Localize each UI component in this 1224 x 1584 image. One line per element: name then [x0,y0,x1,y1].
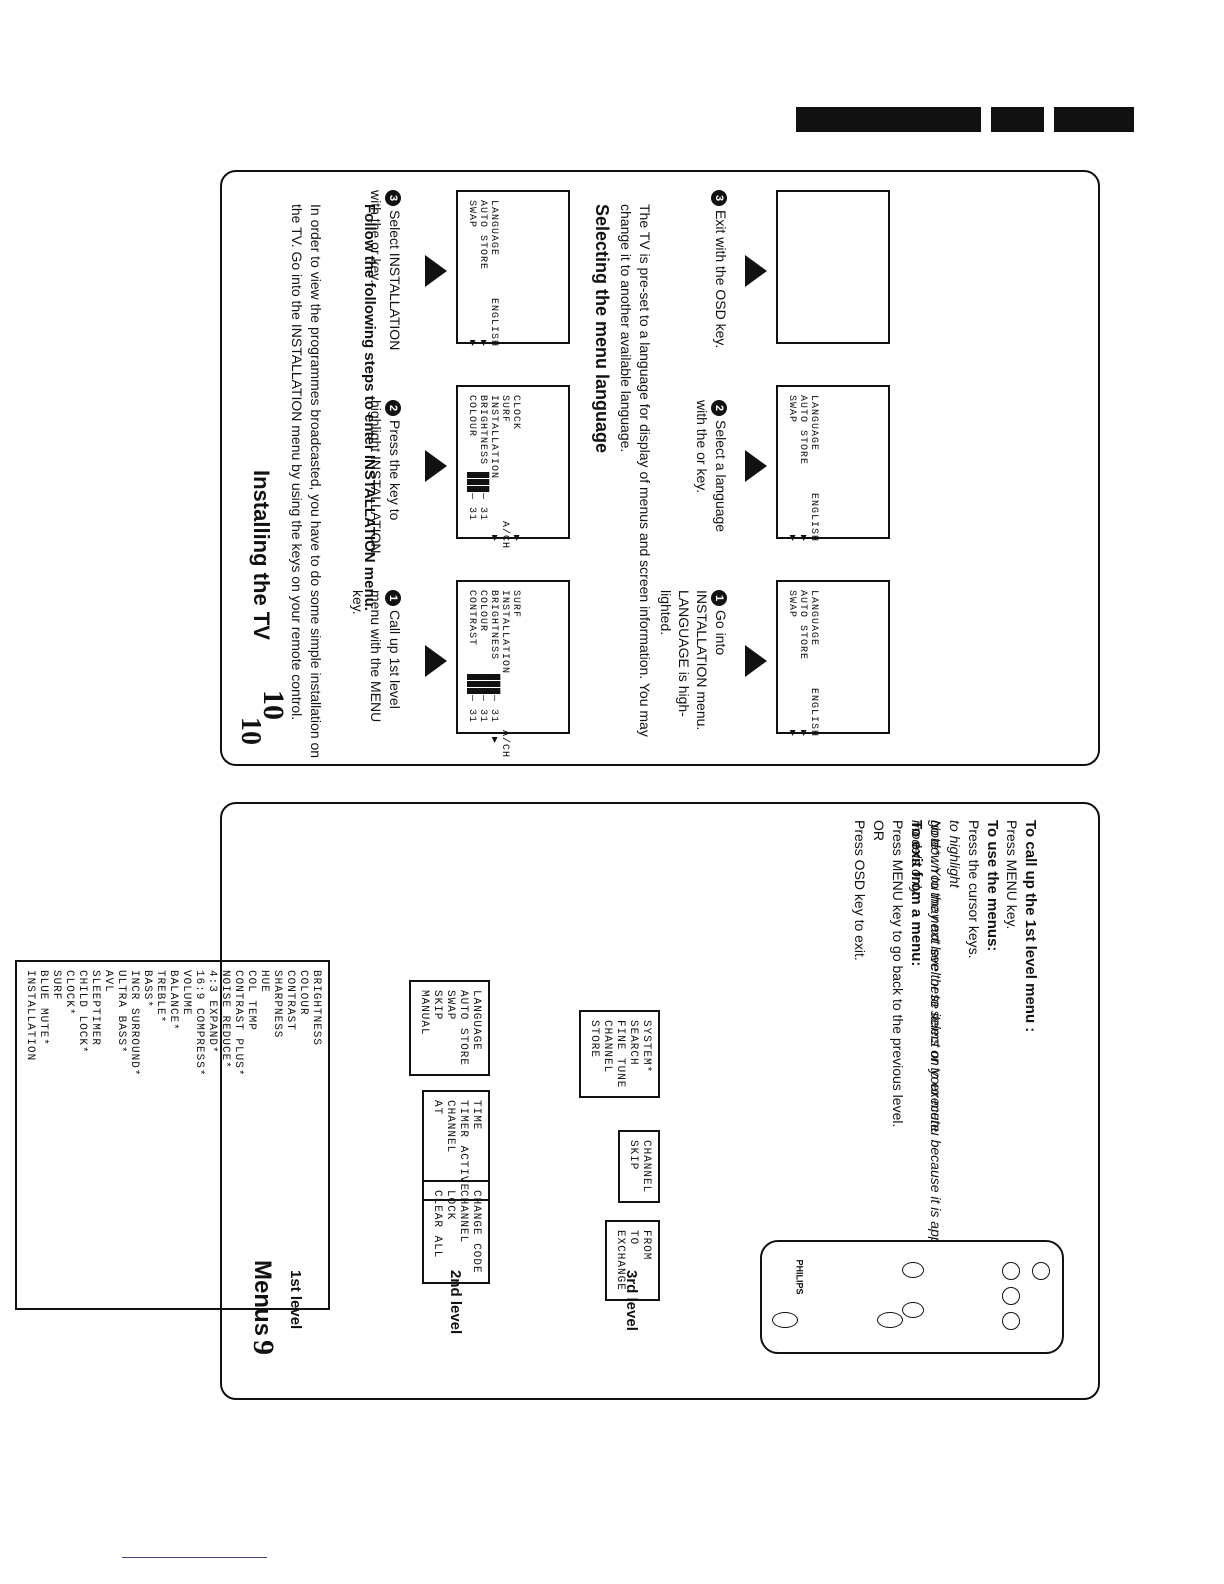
installing-title: Installing the TV [249,470,274,640]
arrow-icon [425,645,447,677]
arrow-icon [745,450,767,482]
digit-3-icon [1002,1312,1020,1330]
tv-screen-2: CLOCK ▶ SURF A/CH INSTALLATION ▶ BRIGHTN… [456,385,570,549]
digit-1-icon [1002,1262,1020,1280]
install-step-2: 2Press the key to highlight INSTALLATION… [368,400,403,558]
tv-screen-4: LANGUAGE ENGLISH AUTO STORE ▶ SWAP ▶ [776,580,890,737]
language-intro: The TV is pre-set to a language for disp… [618,204,653,737]
header-block-2 [991,107,1044,132]
level3-box-2: CHANNEL SKIP [618,1130,660,1204]
level2-box-2: TIME TIMER ACTIVE CHANNEL AT [422,1090,490,1202]
header-block-1 [796,107,981,132]
level3-box-1: FROM TO EXCHANGE [605,1220,660,1301]
tv-screen-6 [776,190,890,344]
cursor-up-icon [902,1262,924,1278]
cursor-down-icon [902,1302,924,1318]
lang-step-2: 2Select a language with the or key. [694,400,729,533]
menu-button-icon [877,1312,903,1328]
power-icon [1032,1262,1050,1280]
arrow-icon [745,645,767,677]
remote-brand: PHILIPS [794,1259,805,1295]
chapter-10-label: 10 [257,690,290,720]
language-heading: Selecting the menu language [592,204,612,454]
level1-list: BRIGHTNESS COLOUR CONTRAST SHARPNESS HUE… [15,960,330,1310]
level2-box-3: LANGUAGE AUTO STORE SWAP SKIP MANUAL [409,980,490,1077]
level3-box-3: SYSTEM* SEARCH FINE TUNE CHANNEL STORE [579,1010,660,1099]
arrow-icon [425,255,447,287]
arrow-icon [745,255,767,287]
install-step-3: 3Select INSTALLATION with the or key. [368,190,403,351]
tv-screen-1: SURF INSTALLATION A/CH BRIGHTNESS ███— 3… [456,580,570,758]
lang-step-3: 3Exit with the OSD key. [711,190,730,350]
tv-screen-3: LANGUAGE ENGLISH AUTO STORE ▶ SWAP ▶ [456,190,570,347]
header-block-3 [1054,107,1134,132]
digit-2-icon [1002,1287,1020,1305]
footer-line [122,1557,267,1558]
tv-screen-5: LANGUAGE ENGLISH AUTO STORE ▶ SWAP ▶ [776,385,890,542]
chapter-9-label: 9 [247,1340,280,1355]
installing-intro: In order to view the programmes broadcas… [289,204,324,759]
install-step-1: 1Call up 1st level menu with the MENU ke… [350,590,403,723]
remote-control: PHILIPS [760,1240,1064,1354]
lang-step-1: 1Go into INSTALLATION menu. LANGUAGE is … [658,590,729,731]
arrow-icon [425,450,447,482]
osd-button-icon [772,1312,798,1328]
